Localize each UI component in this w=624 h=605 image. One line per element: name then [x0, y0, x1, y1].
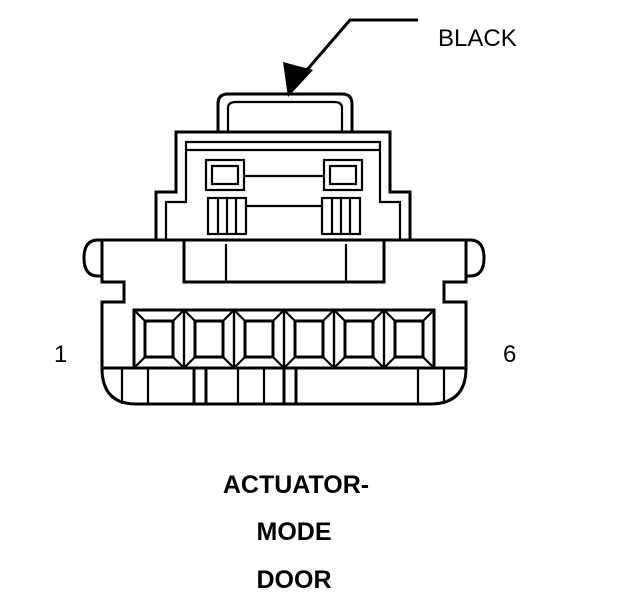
- callout-leader-line: [298, 18, 418, 79]
- center-block: [182, 238, 386, 284]
- pin-cavity-5: [332, 308, 386, 370]
- ear-tab-right: [466, 238, 486, 278]
- wire-color-callout: BLACK: [283, 18, 517, 97]
- callout-arrowhead: [283, 62, 313, 97]
- upper-housing: [154, 130, 412, 240]
- wire-color-label: BLACK: [438, 25, 517, 52]
- pin-cavities: [132, 308, 436, 370]
- ear-tab-left: [82, 238, 102, 278]
- latch-handle: [216, 92, 354, 132]
- caption-line-1: ACTUATOR-: [223, 471, 369, 499]
- lock-tab-left: [204, 158, 248, 236]
- connector-body: [82, 92, 486, 406]
- lock-tab-right: [320, 158, 364, 236]
- pin-label-last: 6: [503, 341, 516, 368]
- caption-line-3: DOOR: [257, 566, 332, 594]
- pin-cavity-2: [182, 308, 236, 370]
- pin-label-first: 1: [54, 341, 67, 368]
- pin-cavity-3: [232, 308, 286, 370]
- pin-cavity-4: [282, 308, 336, 370]
- pin-cavity-6: [382, 308, 436, 370]
- caption-line-2: MODE: [257, 518, 332, 546]
- pin-cavity-1: [132, 308, 186, 370]
